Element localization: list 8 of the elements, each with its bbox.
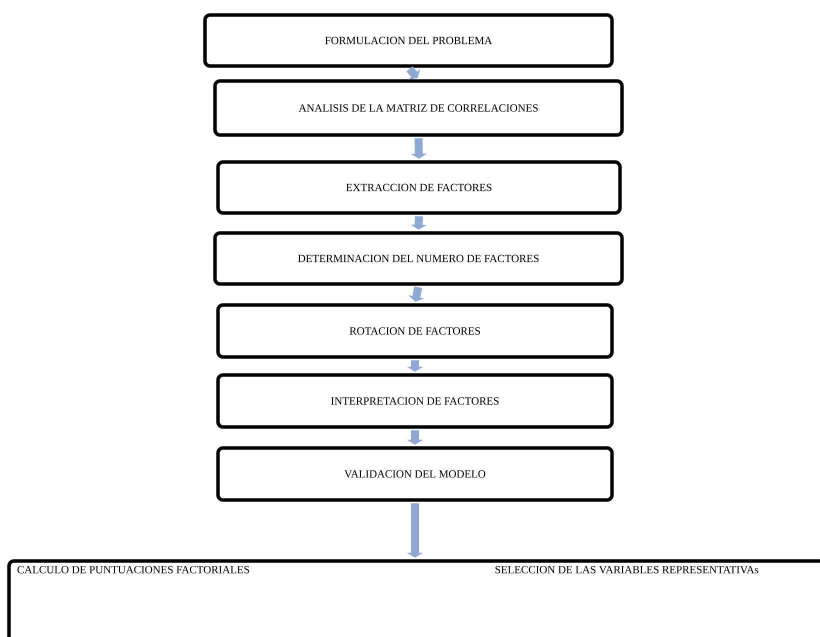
process-box: ANALISIS DE LA MATRIZ DE CORRELACIONES [213, 79, 624, 137]
process-box: ROTACION DE FACTORES [216, 303, 614, 359]
process-box: INTERPRETACION DE FACTORES [216, 373, 614, 429]
process-box: FORMULACION DEL PROBLEMA [203, 13, 614, 68]
process-box: CALCULO DE PUNTUACIONES FACTORIALES SELECCION DE LAS VARIABLES REPRESENTATIVAs [7, 559, 820, 637]
process-box: DETERMINACION DEL NUMERO DE FACTORES [213, 231, 624, 286]
process-box: VALIDACION DEL MODELO [216, 446, 614, 502]
process-box: EXTRACCION DE FACTORES [216, 160, 622, 215]
